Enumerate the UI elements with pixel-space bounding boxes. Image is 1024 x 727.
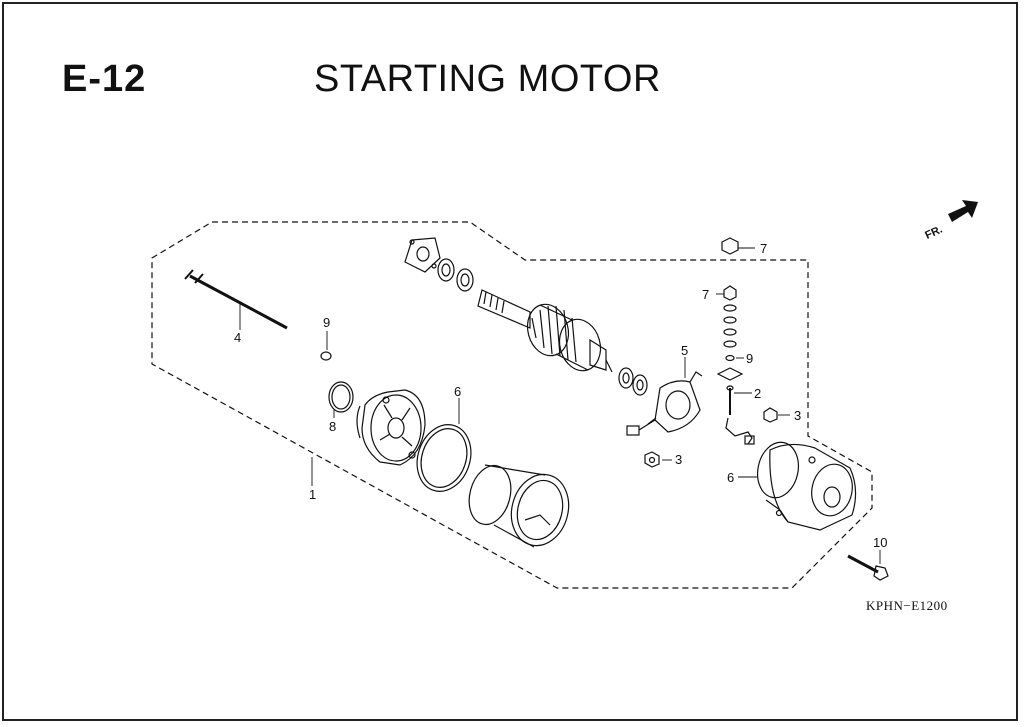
front-cover — [765, 443, 857, 531]
washer-b — [456, 268, 474, 292]
washer-d — [632, 374, 648, 396]
callout-1: 1 — [309, 487, 316, 502]
nut-7-top — [721, 237, 755, 255]
o-ring-8 — [328, 381, 354, 418]
nut-lower — [644, 451, 672, 468]
terminal-o-ring — [725, 354, 744, 362]
callout-7-top: 7 — [760, 241, 767, 256]
callout-5: 5 — [681, 343, 688, 358]
callout-6-right: 6 — [727, 470, 734, 485]
nut-7-stack — [716, 285, 737, 301]
brush-holder — [626, 357, 703, 436]
mounting-bolt — [847, 550, 889, 581]
washer-c — [618, 367, 634, 389]
terminal-plate — [716, 367, 744, 381]
callout-8: 8 — [329, 419, 336, 434]
callout-9-left: 9 — [323, 315, 330, 330]
through-bolt — [184, 269, 288, 330]
o-ring-large-left — [416, 398, 472, 492]
callout-2: 2 — [754, 386, 761, 401]
o-ring-large-right — [738, 441, 800, 499]
nut-upper-right — [763, 407, 790, 423]
fr-label: FR. — [923, 224, 944, 242]
callout-3-lower: 3 — [675, 452, 682, 467]
figure-reference: KPHN−E1200 — [866, 598, 948, 613]
callout-6-left: 6 — [454, 384, 461, 399]
armature — [477, 289, 613, 373]
front-direction-arrow-icon: FR. — [923, 200, 978, 242]
terminal-washers — [723, 304, 737, 348]
rear-cover — [356, 389, 426, 466]
motor-yoke — [468, 464, 570, 548]
page-title: STARTING MOTOR — [314, 58, 661, 100]
washer-a — [437, 258, 455, 282]
callout-3-upper: 3 — [794, 408, 801, 423]
brush-lead — [725, 417, 755, 445]
assembly-boundary — [151, 221, 873, 589]
callout-9-right: 9 — [746, 351, 753, 366]
o-ring-small — [320, 331, 332, 361]
terminal-bolt — [726, 385, 752, 415]
front-bracket-plate — [404, 237, 441, 273]
section-code: E-12 — [62, 58, 147, 100]
callout-7-stack: 7 — [702, 287, 709, 302]
callout-4: 4 — [234, 330, 241, 345]
callout-10: 10 — [873, 535, 887, 550]
